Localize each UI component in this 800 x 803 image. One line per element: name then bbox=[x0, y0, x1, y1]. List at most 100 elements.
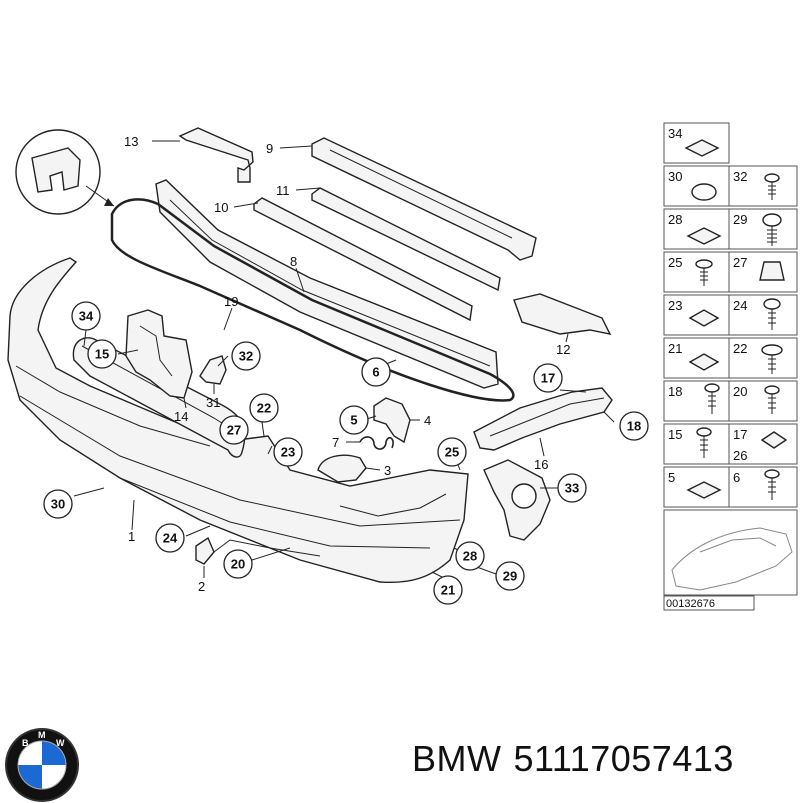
callout-1: 1 bbox=[128, 529, 135, 544]
callout-15: 15 bbox=[87, 339, 117, 369]
svg-text:24: 24 bbox=[163, 531, 178, 546]
legend-label-27: 27 bbox=[733, 255, 747, 270]
callout-27: 27 bbox=[219, 415, 249, 445]
callout-8: 8 bbox=[290, 254, 297, 269]
seal-profile-detail bbox=[15, 129, 115, 215]
catalog-number-box bbox=[663, 595, 755, 611]
part-10-rail bbox=[233, 197, 473, 322]
svg-text:W: W bbox=[56, 738, 65, 748]
callout-12: 12 bbox=[556, 342, 570, 357]
callout-21: 21 bbox=[433, 575, 463, 605]
legend-screw-icon bbox=[696, 427, 712, 458]
brand-name: BMW bbox=[412, 738, 502, 779]
svg-text:32: 32 bbox=[239, 349, 253, 364]
callout-11: 11 bbox=[276, 183, 290, 198]
part-7-spring bbox=[346, 436, 394, 450]
legend-screw-icon bbox=[761, 344, 783, 374]
part-9-rail bbox=[279, 137, 537, 261]
svg-text:28: 28 bbox=[463, 549, 477, 564]
callout-32: 32 bbox=[231, 341, 261, 371]
part-11-rail bbox=[295, 187, 501, 292]
legend-label-25: 25 bbox=[668, 255, 682, 270]
callout-18: 18 bbox=[619, 411, 649, 441]
callout-7: 7 bbox=[332, 435, 339, 450]
legend-label-20: 20 bbox=[733, 384, 747, 399]
callout-33: 33 bbox=[557, 473, 587, 503]
callout-6: 6 bbox=[361, 357, 391, 387]
callout-9: 9 bbox=[266, 141, 273, 156]
part-2-bracket bbox=[195, 536, 215, 578]
callout-28: 28 bbox=[455, 541, 485, 571]
part-16-bracket bbox=[473, 387, 615, 457]
plain-callouts: 13 9 11 10 8 19 4 3 7 14 31 1 2 16 12 bbox=[124, 134, 570, 594]
svg-text:23: 23 bbox=[281, 445, 295, 460]
legend-screw-icon bbox=[695, 259, 713, 286]
svg-text:21: 21 bbox=[441, 583, 455, 598]
legend-label-24: 24 bbox=[733, 298, 747, 313]
svg-text:6: 6 bbox=[372, 365, 379, 380]
svg-text:15: 15 bbox=[95, 347, 109, 362]
fastener-legend: 34 30 32 28 29 25 27 23 24 21 22 18 20 1… bbox=[663, 122, 798, 611]
callout-16: 16 bbox=[534, 457, 548, 472]
part-4-holder bbox=[373, 397, 420, 444]
catalog-number: 00132676 bbox=[666, 598, 715, 610]
legend-screw-icon bbox=[764, 173, 780, 200]
callout-25: 25 bbox=[437, 437, 467, 467]
part-3-flap bbox=[317, 454, 381, 483]
legend-label-32: 32 bbox=[733, 169, 747, 184]
callout-4: 4 bbox=[424, 413, 431, 428]
part-8-carrier bbox=[155, 179, 499, 389]
legend-label-5: 5 bbox=[668, 470, 675, 485]
legend-label-26: 26 bbox=[733, 448, 747, 463]
callout-10: 10 bbox=[214, 200, 228, 215]
callout-3: 3 bbox=[384, 463, 391, 478]
svg-text:25: 25 bbox=[445, 445, 459, 460]
part-12-bracket bbox=[513, 293, 612, 343]
legend-screw-icon bbox=[764, 385, 780, 414]
legend-label-29: 29 bbox=[733, 212, 747, 227]
svg-text:17: 17 bbox=[541, 371, 555, 386]
svg-text:30: 30 bbox=[51, 497, 65, 512]
bmw-logo-icon: B M W bbox=[5, 728, 79, 802]
callout-14: 14 bbox=[174, 409, 188, 424]
callout-13: 13 bbox=[124, 134, 138, 149]
legend-screw-icon bbox=[763, 298, 781, 330]
svg-text:22: 22 bbox=[257, 401, 271, 416]
callout-34: 34 bbox=[71, 301, 101, 331]
legend-label-28: 28 bbox=[668, 212, 682, 227]
callout-29: 29 bbox=[495, 561, 525, 591]
svg-text:29: 29 bbox=[503, 569, 517, 584]
part-14-bracket bbox=[125, 309, 193, 409]
svg-text:27: 27 bbox=[227, 423, 241, 438]
legend-label-18: 18 bbox=[668, 384, 682, 399]
legend-screw-icon bbox=[704, 383, 720, 414]
svg-text:20: 20 bbox=[231, 557, 245, 572]
circled-callouts: 34 15 32 6 17 5 22 27 23 25 33 30 24 20 … bbox=[43, 301, 649, 605]
legend-screw-icon bbox=[764, 469, 780, 500]
part-33-holder bbox=[483, 459, 558, 541]
svg-text:34: 34 bbox=[79, 309, 94, 324]
svg-text:33: 33 bbox=[565, 481, 579, 496]
legend-label-30: 30 bbox=[668, 169, 682, 184]
part-13-trim bbox=[152, 127, 254, 183]
svg-text:5: 5 bbox=[350, 413, 357, 428]
legend-label-23: 23 bbox=[668, 298, 682, 313]
svg-text:M: M bbox=[38, 730, 46, 740]
callout-17: 17 bbox=[533, 363, 563, 393]
part-31-clip bbox=[199, 355, 227, 394]
part-19-seal bbox=[110, 198, 515, 402]
callout-30: 30 bbox=[43, 489, 73, 519]
callout-24: 24 bbox=[155, 523, 185, 553]
callout-2: 2 bbox=[198, 579, 205, 594]
callout-20: 20 bbox=[223, 549, 253, 579]
callout-23: 23 bbox=[273, 437, 303, 467]
vehicle-thumbnail bbox=[663, 509, 798, 596]
legend-screw-icon bbox=[762, 213, 782, 246]
svg-text:B: B bbox=[22, 738, 29, 748]
legend-label-15: 15 bbox=[668, 427, 682, 442]
legend-label-17: 17 bbox=[733, 427, 747, 442]
callout-19: 19 bbox=[224, 294, 238, 309]
legend-label-34: 34 bbox=[668, 126, 682, 141]
